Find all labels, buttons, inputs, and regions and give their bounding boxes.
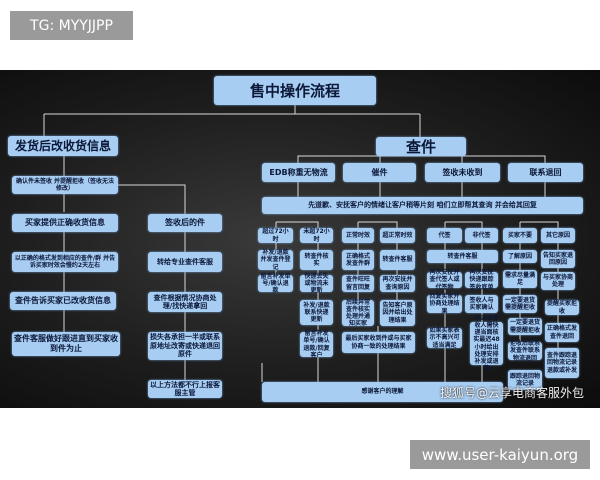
signed-loss-node: 损失各承担一半或联系原地址改寄或快递退回原件 bbox=[148, 332, 222, 360]
sn-np-confirm-node: 签收人与买家确认 bbox=[465, 295, 498, 313]
cr-track-node: 跟踪退回物流记录 bbox=[508, 370, 542, 390]
apologize-node: 先道歉、安抚客户的情绪让客户稍等片刻 咱们立即帮其查询 并会给其回复 bbox=[262, 197, 583, 214]
sn-proxy-reply-node: 回复买家并协商处理结果 bbox=[427, 293, 462, 315]
edb-under72-node: 未超72小时 bbox=[300, 228, 333, 243]
sn-proxy-node: 代签 bbox=[427, 228, 462, 243]
cr-satisfy-node: 需求尽量满足 bbox=[503, 270, 537, 288]
edb-msg1-node: 留言补发单号/确认退款 bbox=[258, 273, 293, 294]
sn-transfer-node: 转查件客服 bbox=[427, 250, 498, 263]
check-root-node: 查件 bbox=[376, 137, 466, 156]
edb-transfer-node: 转查件核实 bbox=[300, 250, 333, 270]
urge-send-group-node: 正确格式发查件群 bbox=[342, 250, 374, 270]
urge-node: 催件 bbox=[343, 163, 416, 182]
cr-remind-node: 提醒买家拒收 bbox=[545, 300, 579, 315]
title-node: 售中操作流程 bbox=[214, 76, 376, 105]
cr-reject2-node: 一定要退货需提醒拒收 bbox=[508, 318, 542, 335]
urge-soothe-node: 再次安抚并查询原因 bbox=[380, 275, 415, 292]
urge-follow-node: 后续异常查件核实处理并通知买家 bbox=[342, 299, 374, 327]
edb-lost-node: 快递丢失或物流未更新 bbox=[300, 273, 333, 294]
signed-transfer-node: 转给专业查件客服 bbox=[148, 252, 222, 272]
sn-nonproxy-node: 非代签 bbox=[465, 228, 498, 243]
cr-other-node: 其它原因 bbox=[541, 228, 575, 243]
footer-site-tag: www.user-kaiyun.org bbox=[410, 440, 590, 469]
cr-reject1-node: 一定要退货需提醒拒收 bbox=[503, 295, 537, 313]
sn-proxy-satisfy-node: 如果买家表示不高兴可适当满足 bbox=[427, 327, 462, 349]
edb-node: EDB称重无物流 bbox=[262, 163, 335, 182]
urge-final-node: 最后买家收到件或与买家协商一致的处理结果 bbox=[342, 332, 415, 353]
edb-over72-node: 超过72小时 bbox=[258, 228, 293, 243]
left-follow-node: 查件客服做好跟进直到买家收到件为止 bbox=[12, 332, 120, 356]
urge-inform-node: 告知客户原因并给出处理结果 bbox=[380, 300, 415, 326]
urge-ww-node: 查件旺旺留言回复 bbox=[342, 275, 374, 292]
signed-not-received-node: 签收未收到 bbox=[425, 163, 500, 182]
urge-normal-node: 正常时效 bbox=[342, 228, 374, 243]
cr-send-check-node: 拒收后联系发查件联系物流退回 bbox=[508, 340, 542, 362]
cr-negotiate-node: 与买家协商处理 bbox=[541, 272, 575, 290]
cr-refund-node: 查件跟踪退回物流记录退款或补发 bbox=[545, 348, 579, 378]
sn-np-track-node: 再次安抚快递跟踪签收底单 bbox=[465, 269, 498, 291]
cr-reason-node: 了解原因 bbox=[503, 250, 537, 263]
edb-msg2-node: 留言补发单号/确认退款/回复客户 bbox=[300, 330, 333, 359]
connector-lines bbox=[43, 105, 559, 382]
urge-over-node: 超正常时效 bbox=[380, 228, 415, 243]
edb-reship-register-node: 补发/退款并发查件登记 bbox=[258, 249, 293, 271]
header-tag: TG: MYYJJPP bbox=[10, 11, 133, 40]
edb-reship-contact-node: 补发/退款联系快递更新 bbox=[300, 300, 333, 325]
thanks-node: 感谢客户的理解 bbox=[262, 382, 503, 402]
watermark: 搜狐号@云享电商客服外包 bbox=[440, 386, 585, 400]
left-root-node: 发货后改收货信息 bbox=[8, 136, 118, 156]
contact-return-node: 联系退回 bbox=[508, 163, 583, 182]
cr-not-want-node: 买家不要 bbox=[503, 228, 537, 243]
flowchart: 售中操作流程 发货后改收货信息 确认件未签收 并提醒拒收（签收无法修改） 买家提… bbox=[0, 70, 600, 408]
sn-proxy-check-node: 再次安抚并查代签人或代签物 bbox=[427, 269, 462, 291]
left-buyer-info-node: 买家提供正确收货信息 bbox=[12, 214, 118, 232]
urge-transfer-node: 转查件客服 bbox=[380, 250, 415, 270]
signed-negotiate-node: 查件根据情况协商处理/找快递拿回 bbox=[148, 292, 222, 312]
left-send-group-node: 以正确的格式发到相应的查件/群 并告诉买家时效会慢约2天左右 bbox=[12, 252, 118, 272]
signed-node: 签收后的件 bbox=[148, 214, 222, 232]
cr-format-node: 正确格式发查件退回 bbox=[545, 323, 579, 342]
signed-escalate-node: 以上方法都不行上报客服主管 bbox=[148, 380, 222, 398]
sn-np-unknown-node: 不认识签收人需快递当面核实最迟48小时给出处理安排补发或退款 bbox=[470, 315, 503, 372]
left-confirm-node: 确认件未签收 并提醒拒收（签收无法修改） bbox=[12, 176, 118, 194]
left-tell-buyer-node: 查件告诉买家已改收货信息 bbox=[10, 292, 116, 310]
cr-inform-node: 告知买家退回原因 bbox=[541, 250, 575, 268]
